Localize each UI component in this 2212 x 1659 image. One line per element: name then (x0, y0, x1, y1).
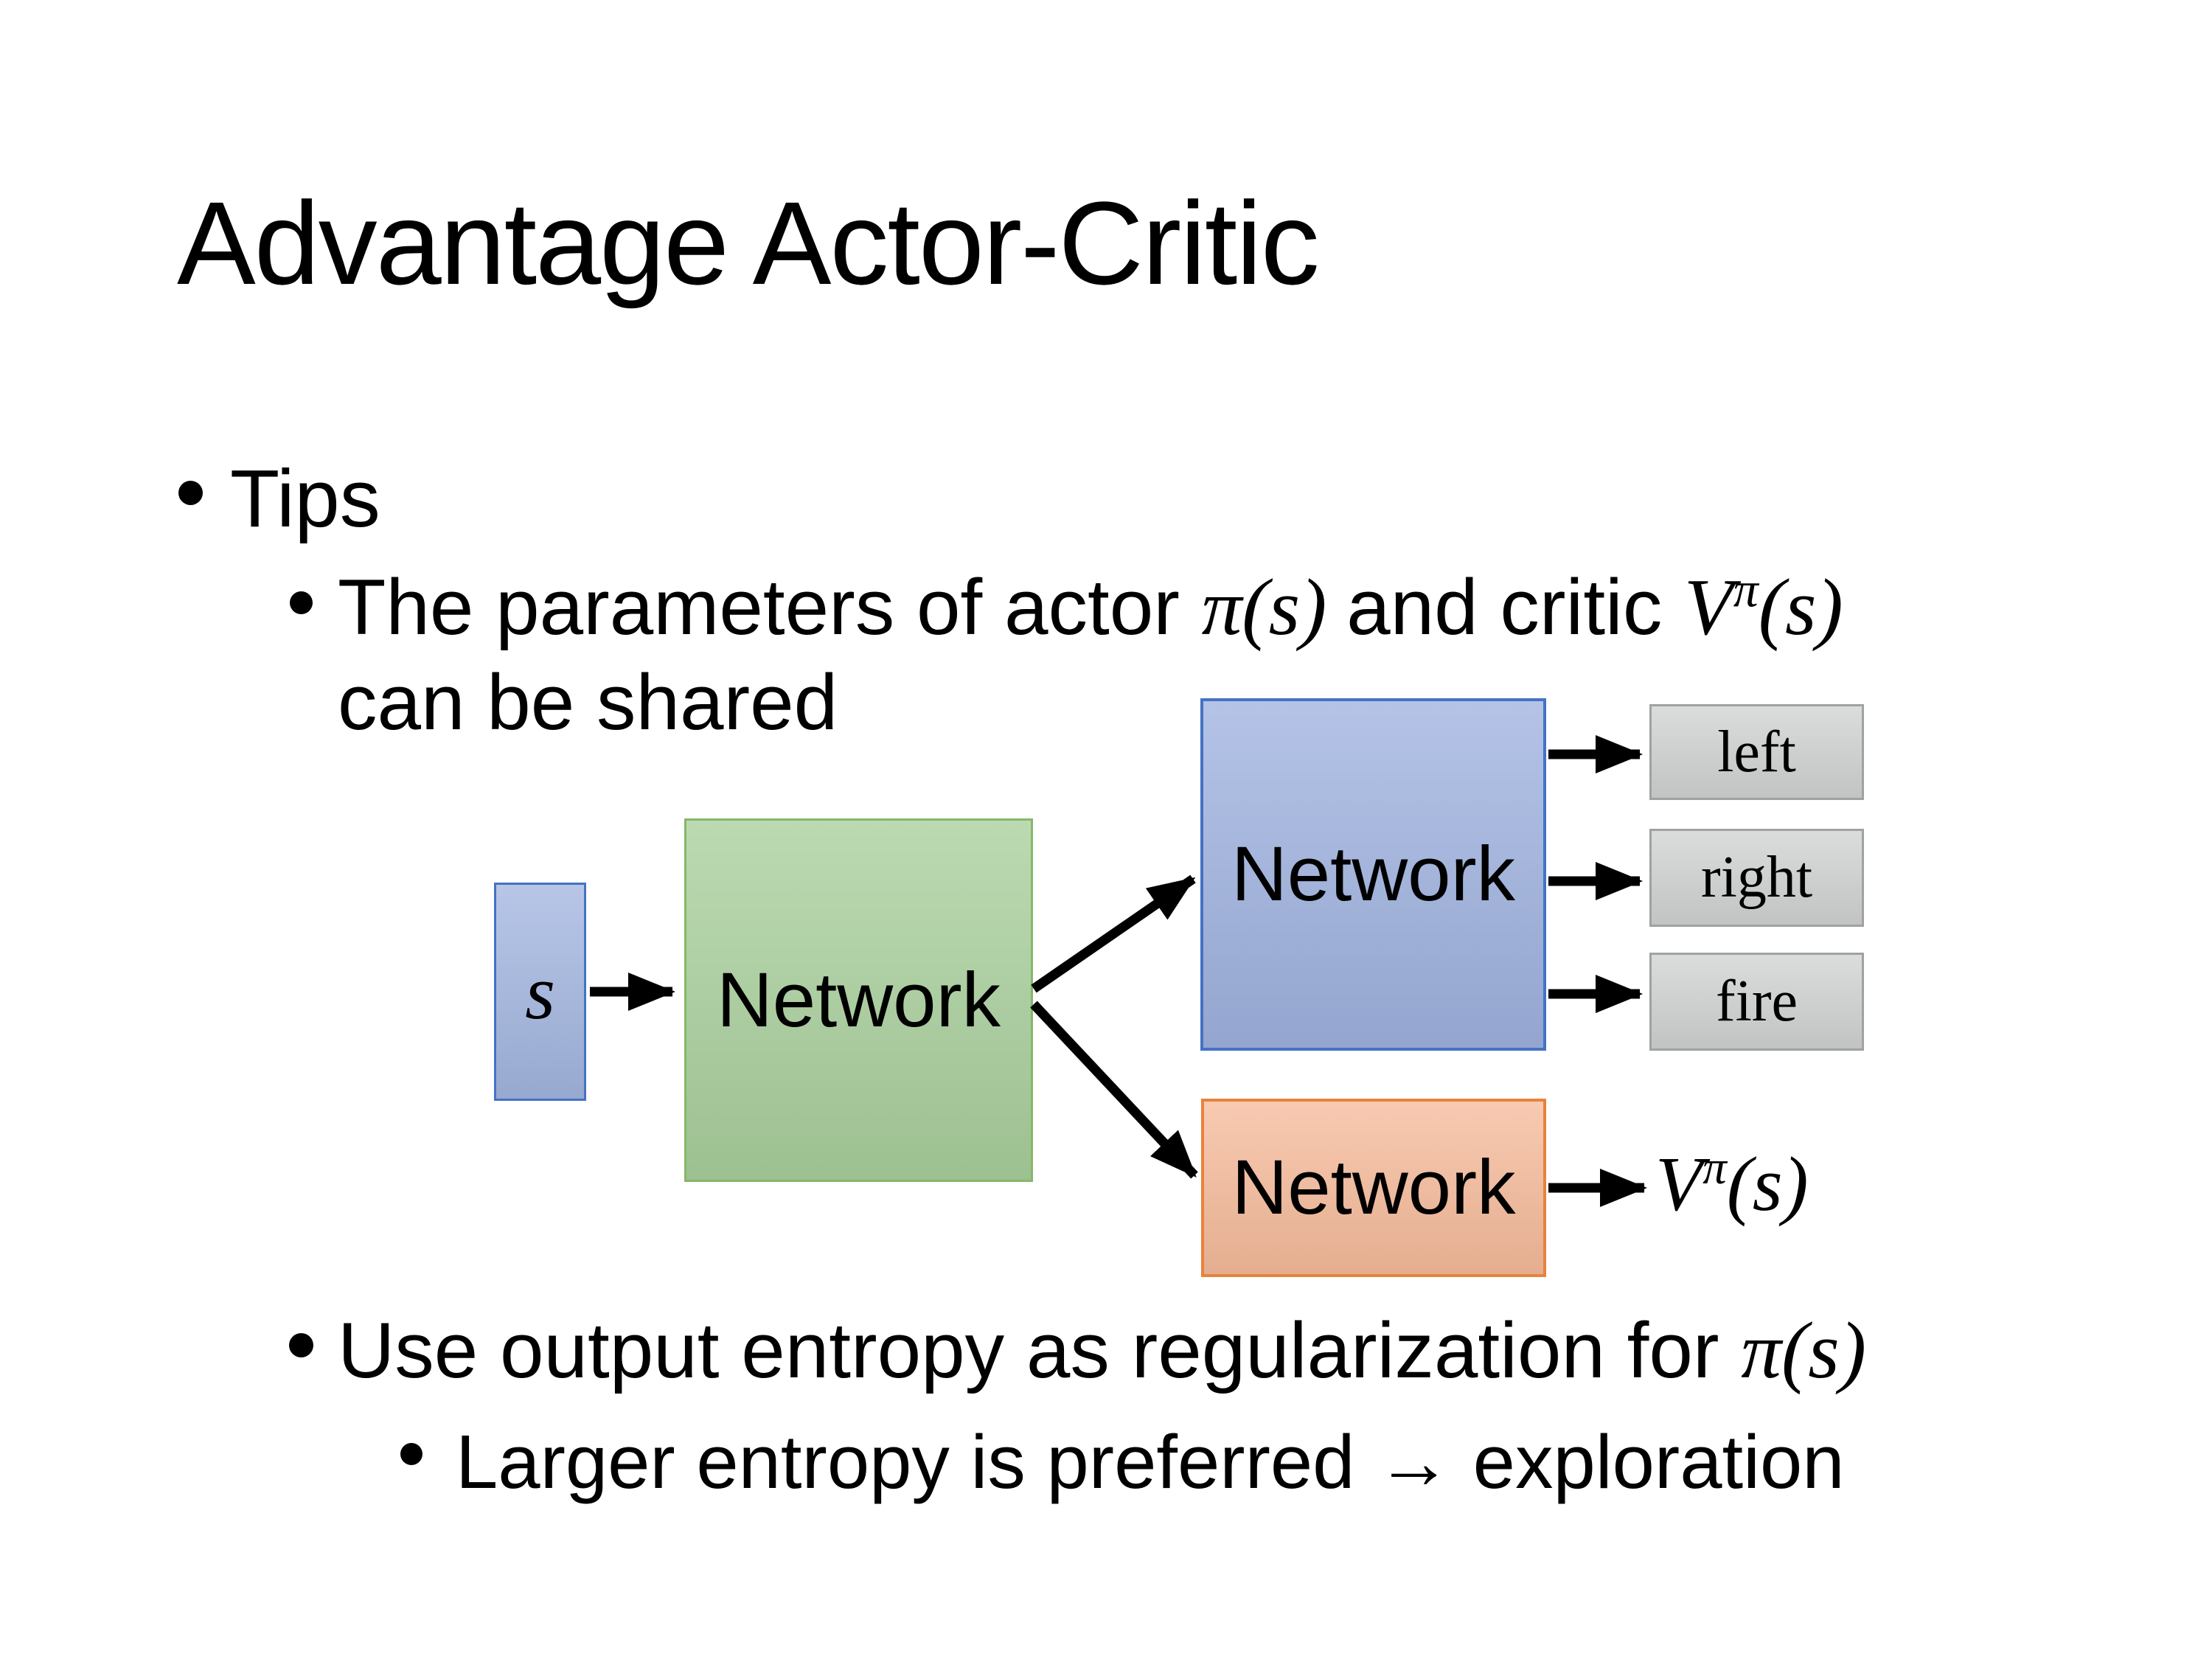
math-pi-s: π(s) (1741, 1306, 1867, 1395)
bullet-parameters-line1: The parameters of actor π(s)and critic V… (338, 560, 1843, 655)
bullet-exploration: Larger entropy is preferred → exploratio… (456, 1419, 1845, 1504)
action-box-right: right (1649, 829, 1864, 927)
bullet-parameters: The parameters of actor π(s)and critic V… (338, 560, 1843, 748)
bullet-dot (289, 1333, 313, 1357)
state-box: s (494, 883, 586, 1101)
actor-network-label: Network (1231, 831, 1516, 917)
math-v-pi-s: Vπ(s) (1684, 562, 1843, 652)
action-label-right: right (1700, 845, 1813, 910)
bullet-parameters-line2: can be shared (338, 657, 838, 746)
entropy-text-pre: Use output entropy as regularization for (338, 1306, 1742, 1394)
shared-network-box: Network (684, 818, 1033, 1182)
action-box-fire: fire (1649, 953, 1864, 1051)
actor-network-box: Network (1200, 698, 1546, 1051)
action-box-left: left (1649, 704, 1864, 800)
bullet-dot (290, 591, 313, 614)
bullet-entropy: Use output entropy as regularization for… (338, 1304, 1866, 1399)
arrow-shared-to-critic (1030, 1001, 1198, 1179)
action-label-left: left (1717, 719, 1796, 785)
parameters-text-pre: The parameters of actor (338, 563, 1202, 651)
state-label: s (525, 948, 555, 1035)
shared-network-label: Network (716, 956, 1001, 1043)
critic-network-box: Network (1201, 1099, 1546, 1277)
slide-title: Advantage Actor-Critic (177, 177, 1320, 309)
parameters-text-mid: and critic (1346, 563, 1685, 651)
bullet-dot (178, 481, 203, 505)
math-pi-s: π(s) (1201, 563, 1327, 652)
action-label-fire: fire (1715, 969, 1798, 1034)
bullet-dot (400, 1443, 422, 1465)
critic-network-label: Network (1231, 1144, 1516, 1231)
critic-output-label: Vπ(s) (1655, 1141, 1809, 1227)
bullet-tips: Tips (230, 453, 380, 544)
arrow-shared-to-actor (1031, 874, 1196, 993)
